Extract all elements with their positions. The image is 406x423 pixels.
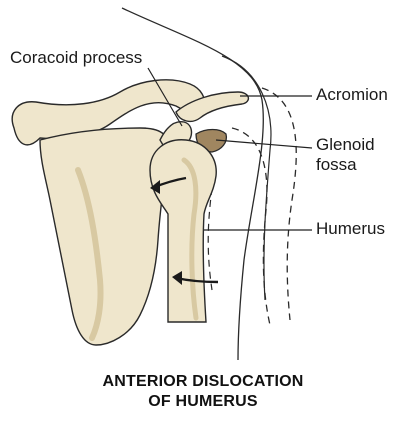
normal-position-dashed-outer	[262, 88, 296, 320]
normal-humerus-dashed	[208, 188, 212, 290]
caption-line-1: ANTERIOR DISLOCATION	[0, 372, 406, 392]
leader-glenoid	[216, 140, 312, 148]
humerus	[150, 140, 216, 322]
caption-line-2: OF HUMERUS	[0, 392, 406, 412]
label-glenoid-fossa: Glenoid fossa	[316, 135, 406, 175]
scapula	[40, 128, 168, 345]
label-humerus: Humerus	[316, 219, 385, 239]
label-acromion: Acromion	[316, 85, 388, 105]
label-coracoid-process: Coracoid process	[10, 48, 142, 68]
